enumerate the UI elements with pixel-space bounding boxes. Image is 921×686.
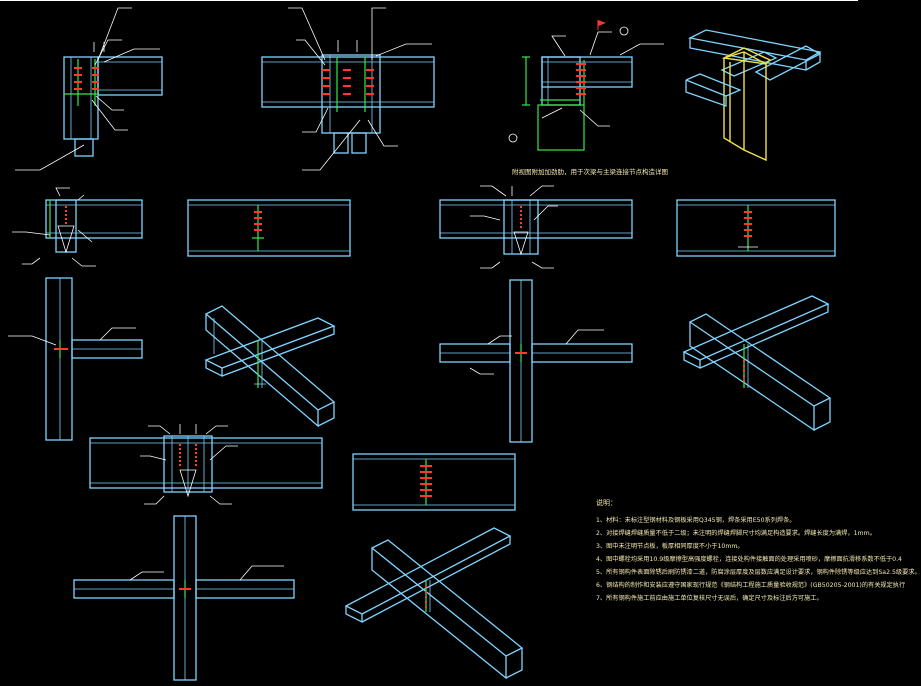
- general-notes: 说明： 1、材料：未标注型钢材料及钢板采用Q345钢，焊条采用E50系列焊条。 …: [596, 498, 921, 605]
- note-item: 4、图中螺栓均采用10.9级摩擦型高强度螺栓，连接处构件接触面的处理采用喷砂，摩…: [596, 556, 902, 563]
- note-item: 3、图中未注明节点板，板厚相同厚度不小于10mm。: [596, 543, 744, 550]
- note-item: 1、材料：未标注型钢材料及钢板采用Q345钢，焊条采用E50系列焊条。: [596, 517, 796, 524]
- detail-beam-column-end-plate: [15, 7, 163, 171]
- detail-column-beam-plan-left: [12, 187, 143, 267]
- note-item: 7、所有钢构件施工前应由施工单位复核尺寸无误后，确定尺寸及标注后方可施工。: [596, 595, 823, 602]
- bolt-row: [74, 67, 99, 90]
- note-item: 5、所有钢构件表面除锈后刷防锈漆二道，防腐涂层厚度及层数应满足设计要求，钢构件除…: [596, 569, 921, 576]
- stiffener-caption: 附视图附加加劲肋，用于次梁与主梁连接节点构造详图: [512, 168, 668, 176]
- detail-beam-splice-double-plate: [261, 7, 435, 171]
- detail-iso-beam-intersection-bottom: [344, 527, 524, 680]
- notes-title: 说明：: [596, 499, 617, 507]
- note-item: 6、钢结构的制作和安装应遵守国家现行规范《钢结构工程施工质量验收规范》(GB50…: [596, 582, 906, 589]
- detail-column-plan-bottom: [73, 515, 295, 681]
- detail-beam-splice-center: [89, 424, 323, 505]
- detail-beam-elevation-center: [352, 453, 516, 511]
- detail-iso-column-beam: [685, 29, 822, 162]
- detail-end-plate-stiffener: [508, 20, 664, 151]
- detail-beam-elevation-bolted: [187, 199, 351, 257]
- bolt-row: [322, 69, 374, 95]
- detail-beam-elevation-right: [676, 199, 836, 257]
- detail-iso-beam-intersection-right: [682, 295, 832, 432]
- detail-column-beam-plan-right: [439, 185, 633, 269]
- note-item: 2、对接焊缝焊缝质量不低于二级；未注明的焊缝焊脚尺寸均满足构造要求。焊缝长度为满…: [596, 530, 876, 537]
- detail-column-plan-left: [8, 277, 143, 441]
- cad-drawing-canvas: [0, 0, 858, 681]
- detail-column-plan-right: [439, 279, 633, 443]
- bolt-row: [576, 63, 586, 95]
- detail-iso-beam-intersection-left: [204, 305, 336, 428]
